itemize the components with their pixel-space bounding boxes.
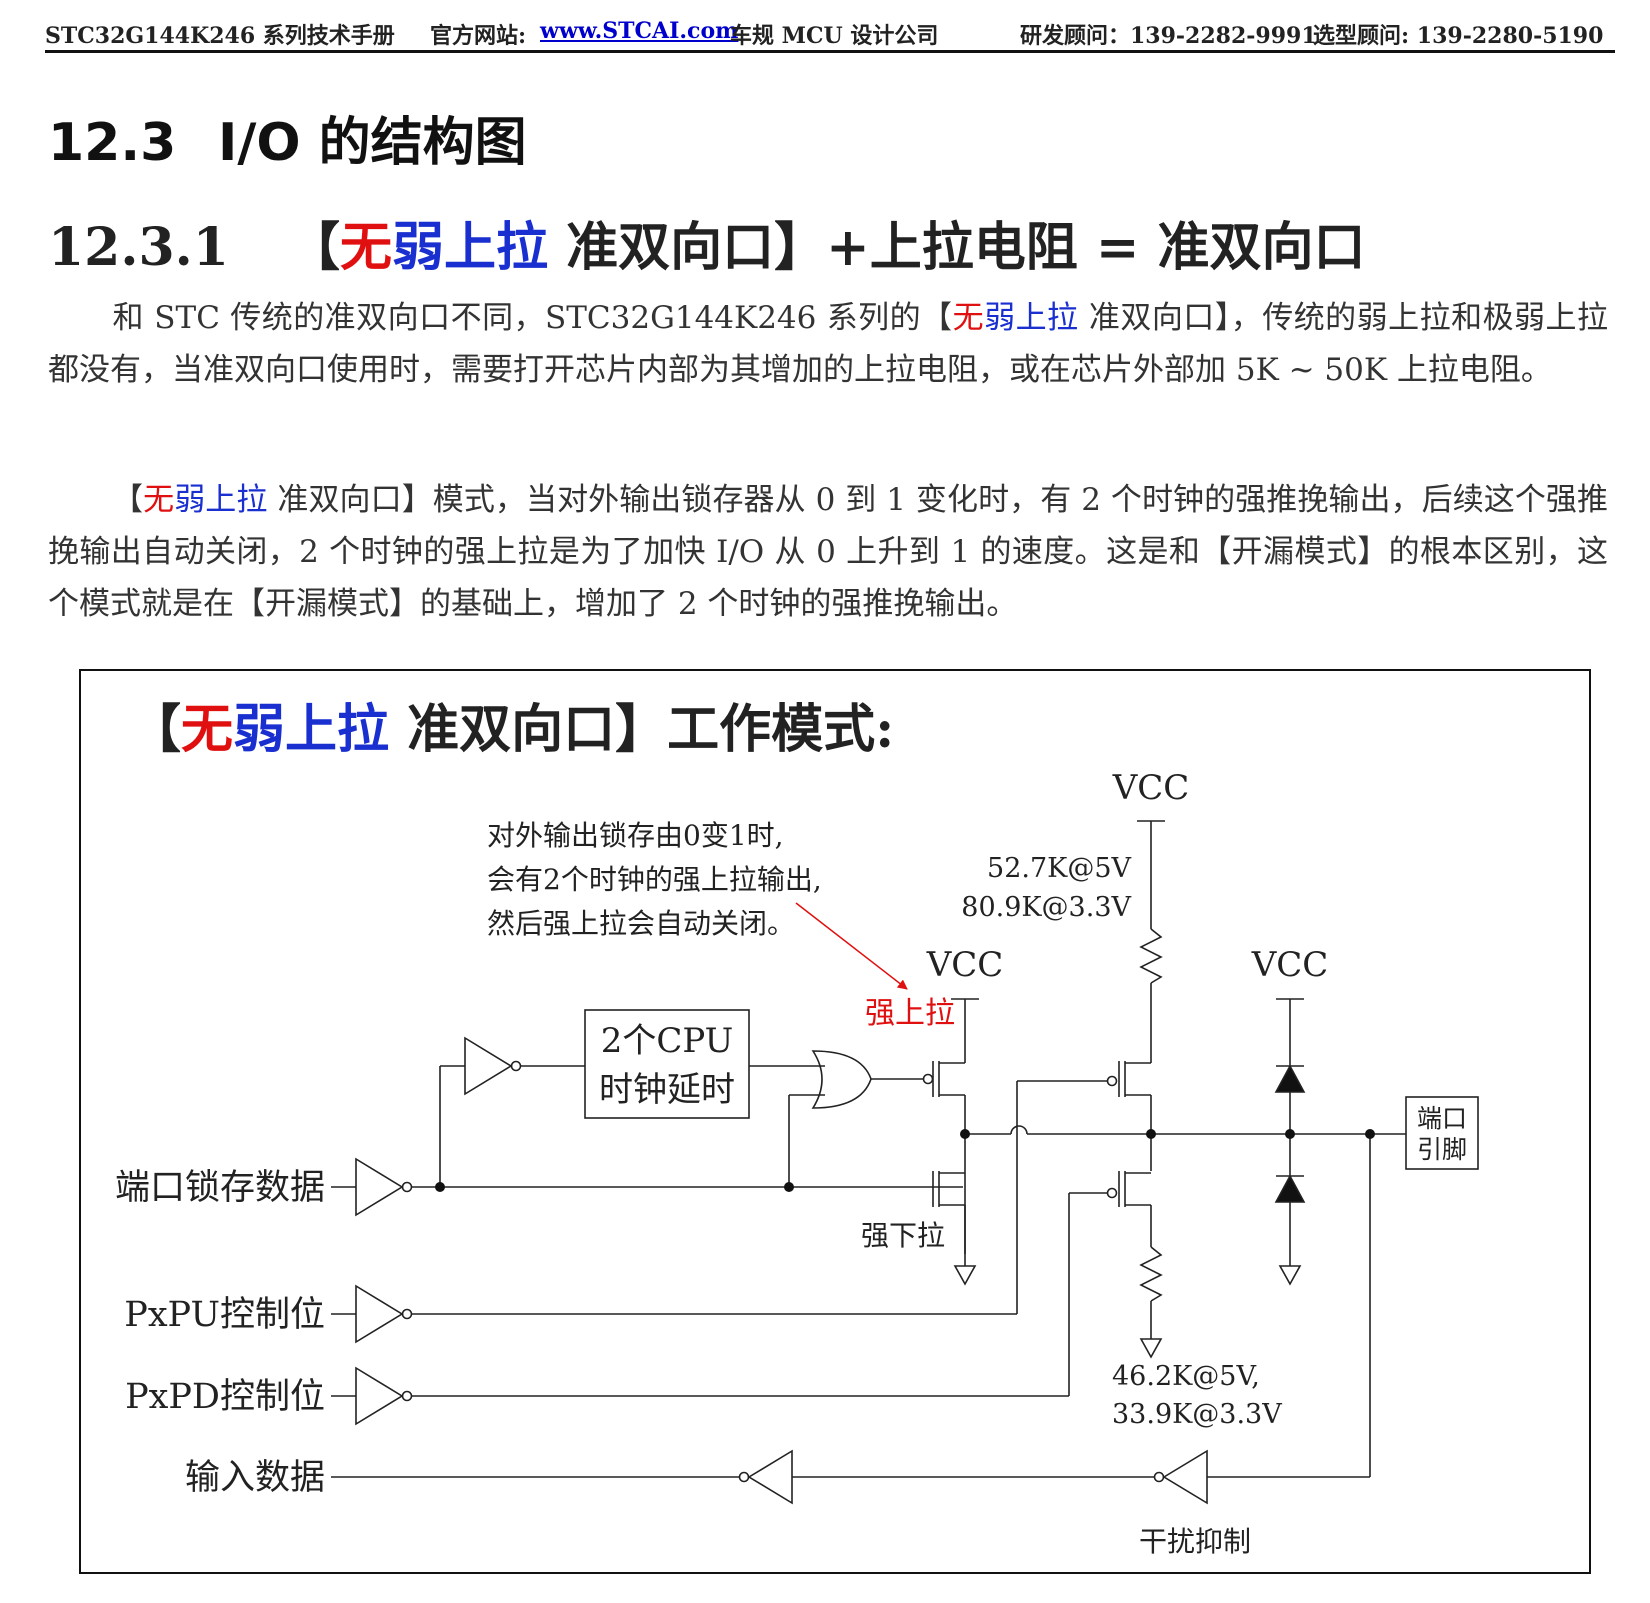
note-line-3: 然后强上拉会自动关闭。: [487, 907, 795, 940]
paragraph-1: 和 STC 传统的准双向口不同，STC32G144K246 系列的【无弱上拉 准…: [48, 292, 1608, 396]
pullup-res-33v: 80.9K@3.3V: [961, 892, 1131, 923]
subsection-red-text: 无: [340, 217, 393, 278]
para2-end: 准双向口】模式，当对外输出锁存器从 0 到 1 变化时，有 2 个时钟的强推挽输…: [48, 482, 1609, 622]
para2-red: 无: [143, 482, 175, 518]
section-number: 12.3: [48, 113, 177, 173]
input-buffer-icon: [747, 1449, 793, 1505]
site-label: 官方网站:: [430, 23, 527, 49]
page-header: STC32G144K246 系列技术手册 官方网站: www.STCAI.com…: [45, 16, 1615, 53]
vcc-label-right: VCC: [1251, 945, 1329, 985]
note-line-2: 会有2个时钟的强上拉输出,: [487, 863, 822, 896]
subsection-blue-text: 弱上拉: [392, 217, 549, 278]
lower-diode-icon: [1274, 1174, 1306, 1203]
pxpd-buffer-icon: [355, 1366, 404, 1426]
section-heading: 12.3 I/O 的结构图: [48, 100, 527, 175]
vcc-label-top: VCC: [1112, 768, 1190, 808]
paragraph-2: 【无弱上拉 准双向口】模式，当对外输出锁存器从 0 到 1 变化时，有 2 个时…: [48, 474, 1608, 630]
cpu-delay-box: [584, 1009, 750, 1119]
strong-pulldown-label: 强下拉: [861, 1219, 945, 1252]
selection-advisor: 选型顾问: 139-2280-5190: [1313, 23, 1604, 49]
pulldown-res-33v: 33.9K@3.3V: [1112, 1399, 1282, 1430]
noise-suppress-label: 干扰抑制: [1139, 1525, 1251, 1558]
pxpu-label: PxPU控制位: [124, 1295, 325, 1335]
note-line-1: 对外输出锁存由0变1时,: [487, 819, 784, 852]
port-latch-label: 端口锁存数据: [115, 1168, 325, 1208]
vcc-label-left: VCC: [926, 945, 1004, 985]
delay-line-2: 时钟延时: [599, 1070, 735, 1110]
pulldown-res-5v: 46.2K@5V,: [1112, 1361, 1260, 1392]
latch-buffer-icon: [355, 1157, 404, 1217]
pullup-res-5v: 52.7K@5V: [987, 853, 1131, 884]
para1-red: 无: [952, 300, 985, 336]
upper-diode-icon: [1274, 1064, 1306, 1093]
subsection-number: 12.3.1: [48, 217, 229, 278]
company-label: 车规 MCU 设计公司: [730, 23, 939, 49]
subsection-bracket: 【: [288, 217, 341, 278]
pxpd-label: PxPD控制位: [125, 1377, 325, 1417]
site-link[interactable]: www.STCAI.com: [540, 18, 739, 44]
io-structure-figure: 【无弱上拉 准双向口】工作模式: 对外输出锁存由0变1时, 会有2个时钟的强上拉…: [79, 669, 1591, 1574]
para1-end: 准双向口】，传统的弱上拉和极弱上拉都没有，当准双向口使用时，需要打开芯片内部为其…: [48, 300, 1608, 388]
port-pin-line-2: 引脚: [1417, 1135, 1467, 1164]
para2-blue: 弱上拉: [174, 482, 268, 518]
port-pin-line-1: 端口: [1417, 1104, 1467, 1133]
input-data-label: 输入数据: [185, 1458, 325, 1498]
strong-pullup-label: 强上拉: [865, 996, 955, 1031]
rd-advisor: 研发顾问：139-2282-9991: [1020, 23, 1317, 49]
or-gate-icon: [811, 1050, 872, 1109]
para1-start: 和 STC 传统的准双向口不同，STC32G144K246 系列的【: [112, 300, 953, 336]
upper-inverter-icon: [464, 1036, 513, 1096]
manual-title: STC32G144K246 系列技术手册: [45, 23, 395, 49]
subsection-heading: 12.3.1 【无弱上拉 准双向口】+上拉电阻 = 准双向口: [48, 205, 1366, 280]
subsection-rest: 准双向口】+上拉电阻 = 准双向口: [548, 217, 1366, 278]
para2-start: 【: [112, 482, 144, 518]
note-arrow: [795, 902, 908, 990]
noise-filter-icon: [1162, 1449, 1208, 1505]
io-circuit-diagram: 【无弱上拉 准双向口】工作模式: 对外输出锁存由0变1时, 会有2个时钟的强上拉…: [115, 699, 1479, 1558]
section-title: I/O 的结构图: [218, 113, 527, 173]
delay-line-1: 2个CPU: [601, 1021, 734, 1061]
para1-blue: 弱上拉: [984, 300, 1079, 336]
pxpu-buffer-icon: [355, 1284, 404, 1344]
figure-title: 【无弱上拉 准双向口】工作模式:: [129, 699, 894, 760]
port-pin-box: [1405, 1096, 1479, 1170]
